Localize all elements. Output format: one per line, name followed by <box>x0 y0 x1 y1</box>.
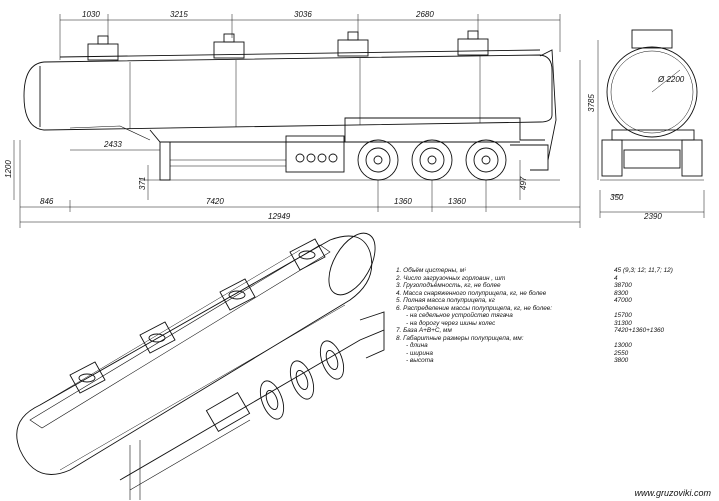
spec-label: 8. Габаритные размеры полуприцепа, мм: <box>396 334 524 342</box>
iso-manhole-1 <box>69 361 106 394</box>
dimension-lines <box>13 14 581 228</box>
dim-top-2: 3215 <box>170 10 188 19</box>
dim-ground-clearance: 371 <box>138 177 147 190</box>
spec-label: 2. Число загрузочных горловин , шт <box>396 274 506 282</box>
spec-row: 7. База A+B+C, мм 7420+1360+1360 <box>396 327 712 335</box>
wheel-2 <box>411 139 453 181</box>
spec-label: - высота <box>406 357 434 364</box>
spec-label: 6. Распределение массы полуприцепа, кг, … <box>396 304 553 312</box>
spec-value: 8300 <box>614 289 629 297</box>
spec-row: 2. Число загрузочных горловин , шт 4 <box>396 275 712 283</box>
dim-height: 3785 <box>587 94 596 112</box>
watermark: www.gruzoviki.com <box>634 488 711 498</box>
spec-row: 8. Габаритные размеры полуприцепа, мм: <box>396 335 712 343</box>
spec-value: 15700 <box>614 312 632 319</box>
spec-label: 3. Грузоподъёмность, кг, не более <box>396 282 501 289</box>
spec-row: - длина 13000 <box>396 342 712 350</box>
iso-manhole-3 <box>219 278 256 311</box>
spec-row: - ширина 2550 <box>396 350 712 358</box>
spec-value: 7420+1360+1360 <box>614 327 665 334</box>
iso-manhole-4 <box>289 238 326 271</box>
iso-tank-body <box>16 235 373 475</box>
side-view <box>13 14 581 228</box>
spec-row: 5. Полная масса полуприцепа, кг 47000 <box>396 297 712 305</box>
tank-body <box>23 54 553 131</box>
iso-wheel-3 <box>319 340 345 380</box>
rear-bumper-plate <box>623 149 681 169</box>
iso-rear-bumper <box>359 311 385 359</box>
spec-row: 6. Распределение массы полуприцепа, кг, … <box>396 305 712 313</box>
walkway-rail <box>59 49 541 58</box>
wheel-1 <box>357 139 399 181</box>
spec-label: 4. Масса снаряженного полуприцепа, кг, н… <box>396 289 547 297</box>
dim-rear-vertical: 497 <box>519 176 528 190</box>
spec-label: 7. База A+B+C, мм <box>396 327 452 334</box>
specifications-list: 1. Объём цистерны, м³ 45 (9,3; 12; 11,7; … <box>396 267 712 365</box>
spec-value <box>614 305 712 313</box>
isometric-view <box>16 232 385 500</box>
spec-value: 47000 <box>614 297 632 304</box>
iso-walkway <box>29 244 331 429</box>
spec-row: 4. Масса снаряженного полуприцепа, кг, н… <box>396 290 712 298</box>
iso-manhole-2 <box>139 321 176 354</box>
spec-value: 4 <box>614 274 618 282</box>
dim-top-3: 3036 <box>294 10 312 19</box>
iso-valve-box <box>205 391 251 433</box>
dim-bottom-3: 1360 <box>394 197 412 206</box>
rear-wheel-right <box>681 139 703 177</box>
spec-row: - высота 3800 <box>396 357 712 365</box>
spec-label: - на седельное устройство тягача <box>406 312 513 319</box>
spec-label: 1. Объём цистерны, м³ <box>396 267 467 274</box>
dim-overall-length: 12949 <box>268 212 291 221</box>
rear-tank-circle <box>606 46 698 138</box>
rear-ladder <box>539 49 557 161</box>
iso-landing-gear <box>129 440 141 500</box>
manhole-2 <box>213 33 245 59</box>
rear-view <box>597 29 705 218</box>
spec-row: 3. Грузоподъёмность, кг, не более 38700 <box>396 282 712 290</box>
spec-value: 3800 <box>614 357 629 364</box>
landing-gear <box>159 142 171 181</box>
iso-wheel-2 <box>289 360 315 400</box>
wheel-3 <box>465 139 507 181</box>
spec-row: 1. Объём цистерны, м³ 45 (9,3; 12; 11,7; … <box>396 267 712 275</box>
dim-mid-horizontal: 2433 <box>103 140 122 149</box>
spec-row: - на седельное устройство тягача 15700 <box>396 312 712 320</box>
dim-bottom-2: 7420 <box>206 197 224 206</box>
dim-bottom-1: 846 <box>40 197 54 206</box>
iso-wheel-1 <box>259 380 285 420</box>
dim-top-1: 1030 <box>82 10 100 19</box>
spec-value: 45 (9,3; 12; 11,7; 12) <box>614 267 673 274</box>
spec-value: 31300 <box>614 319 632 327</box>
dim-diameter: Ø 2200 <box>657 75 685 84</box>
iso-chassis <box>119 329 385 481</box>
spec-label: 5. Полная масса полуприцепа, кг <box>396 297 495 304</box>
rear-frame <box>611 129 695 141</box>
rear-manhole <box>631 29 673 49</box>
spec-row: - на дорогу через шины колес 31300 <box>396 320 712 328</box>
dim-top-4: 2680 <box>415 10 434 19</box>
dim-rear-small: 350 <box>610 193 624 202</box>
dimension-labels: 1030 3215 3036 2680 846 7420 1360 1360 1… <box>4 10 685 221</box>
rear-wheel-left <box>601 139 623 177</box>
dim-bottom-4: 1360 <box>448 197 466 206</box>
spec-label: - ширина <box>406 349 433 357</box>
spec-value <box>614 335 712 343</box>
spec-value: 13000 <box>614 342 632 349</box>
spec-label: - длина <box>406 342 428 349</box>
valve-cabinet <box>285 135 345 173</box>
rear-bumper <box>510 144 549 171</box>
chassis-frame <box>149 117 545 143</box>
dim-rear-width: 2390 <box>643 212 662 221</box>
spec-value: 2550 <box>614 349 629 357</box>
spec-value: 38700 <box>614 282 632 289</box>
spec-label: - на дорогу через шины колес <box>406 319 496 327</box>
dim-left-vertical: 1200 <box>4 160 13 178</box>
